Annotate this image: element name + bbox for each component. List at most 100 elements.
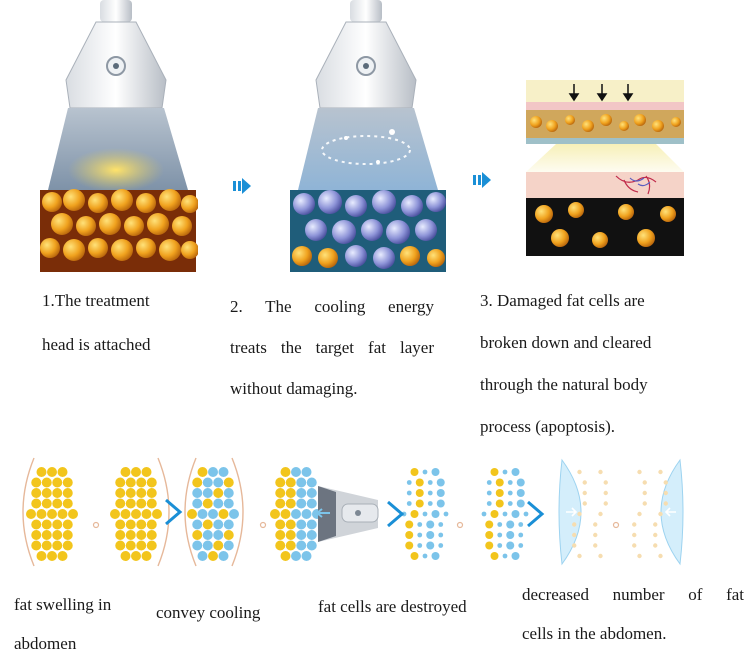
fat-cell: [208, 467, 218, 477]
fat-cell: [202, 498, 213, 509]
step-3-description: 3. Damaged fat cells are broken down and…: [480, 284, 710, 444]
fat-cell: [270, 509, 280, 519]
fat-cell: [275, 540, 286, 551]
fat-cell: [422, 511, 428, 517]
tissue-crosssection-illustration: [526, 80, 684, 256]
step-3-line: process (apoptosis).: [480, 417, 616, 436]
fat-cell: [516, 499, 525, 508]
fat-cell: [306, 498, 317, 509]
fat-cell: [502, 511, 508, 517]
fat-cell: [653, 543, 658, 548]
fat-cell: [285, 519, 296, 530]
fat-cell: [57, 551, 68, 561]
fat-cell: [438, 532, 444, 538]
stage-4-caption: decreased number of fat cells in the abd…: [522, 578, 744, 650]
fat-cell: [223, 530, 234, 540]
fat-cell: [582, 480, 587, 485]
fat-cell: [223, 519, 234, 530]
fat-cell: [415, 499, 424, 508]
fat-cell: [296, 477, 307, 488]
fat-cell: [427, 501, 433, 506]
fat-cell: [36, 467, 47, 477]
fat-cell: [507, 480, 513, 485]
fat-cell: [125, 498, 136, 509]
fat-cell: [285, 498, 296, 509]
fat-cell: [410, 552, 419, 560]
fat-cell: [507, 490, 513, 496]
fat-cell: [417, 522, 423, 527]
fat-cell: [296, 519, 307, 530]
fat-cell: [511, 468, 520, 476]
fat-cell: [115, 498, 126, 509]
fat-cell: [218, 509, 229, 519]
fat-cell: [120, 509, 131, 519]
applicator-1-illustration: [40, 0, 198, 272]
fat-cell: [192, 530, 203, 540]
fat-cell: [637, 511, 642, 517]
fat-cell: [632, 532, 637, 538]
stage-2-line: convey cooling: [156, 603, 261, 622]
navel-icon: [612, 521, 620, 529]
fat-cell: [41, 519, 52, 530]
fat-cell: [52, 498, 63, 509]
fat-cell: [632, 543, 637, 548]
fat-cell: [502, 553, 508, 559]
stage-3-caption: fat cells are destroyed: [318, 590, 518, 623]
fat-cell: [62, 540, 73, 551]
fat-cell: [62, 498, 73, 509]
fat-cell: [663, 480, 668, 485]
fat-cell: [497, 522, 503, 527]
fat-cell: [131, 467, 141, 477]
fat-cell: [506, 531, 515, 539]
fat-cell: [197, 509, 208, 519]
fat-cell: [410, 468, 419, 476]
fat-cell: [275, 488, 286, 498]
fat-cell: [593, 543, 598, 548]
fat-cell: [582, 501, 587, 506]
fat-cell: [57, 509, 68, 519]
fat-cell: [598, 553, 603, 559]
fat-cell: [301, 467, 312, 477]
fat-cell: [577, 553, 582, 559]
fat-cell: [518, 522, 524, 527]
skin-contour: [157, 457, 170, 567]
fat-cell: [52, 519, 63, 530]
fat-cell: [197, 551, 208, 561]
fat-cell: [291, 467, 301, 477]
fat-cell: [486, 490, 492, 496]
fat-cell: [415, 489, 424, 497]
fat-cell: [406, 490, 412, 496]
fat-cell: [285, 477, 296, 488]
fat-cell: [296, 530, 307, 540]
fat-cell: [131, 509, 141, 519]
fat-cell: [285, 540, 296, 551]
fat-cell: [296, 540, 307, 551]
fat-cell: [506, 520, 515, 529]
fat-cell: [577, 469, 582, 475]
fat-cell: [47, 509, 57, 519]
fat-cell: [495, 478, 504, 487]
fat-cell: [146, 498, 157, 509]
fat-cell: [213, 530, 224, 540]
chevron-right-icon: [165, 498, 183, 526]
fat-cell: [653, 522, 658, 527]
fat-cell: [223, 477, 234, 488]
fat-cell: [47, 467, 57, 477]
fat-cell: [120, 551, 131, 561]
fat-cell: [507, 501, 513, 506]
fat-cell: [306, 477, 317, 488]
fat-cell: [26, 509, 36, 519]
fat-cell: [146, 488, 157, 498]
fat-cell: [431, 510, 440, 518]
fat-cell: [187, 509, 197, 519]
fat-cell: [405, 531, 414, 539]
fat-cell: [275, 498, 286, 509]
fat-cell: [296, 498, 307, 509]
fat-cell: [62, 519, 73, 530]
applicator-2-illustration: [290, 0, 446, 272]
fat-cell: [306, 519, 317, 530]
fat-cell: [405, 520, 414, 529]
fat-cell: [406, 501, 412, 506]
fat-cell: [213, 540, 224, 551]
fat-cell: [192, 540, 203, 551]
